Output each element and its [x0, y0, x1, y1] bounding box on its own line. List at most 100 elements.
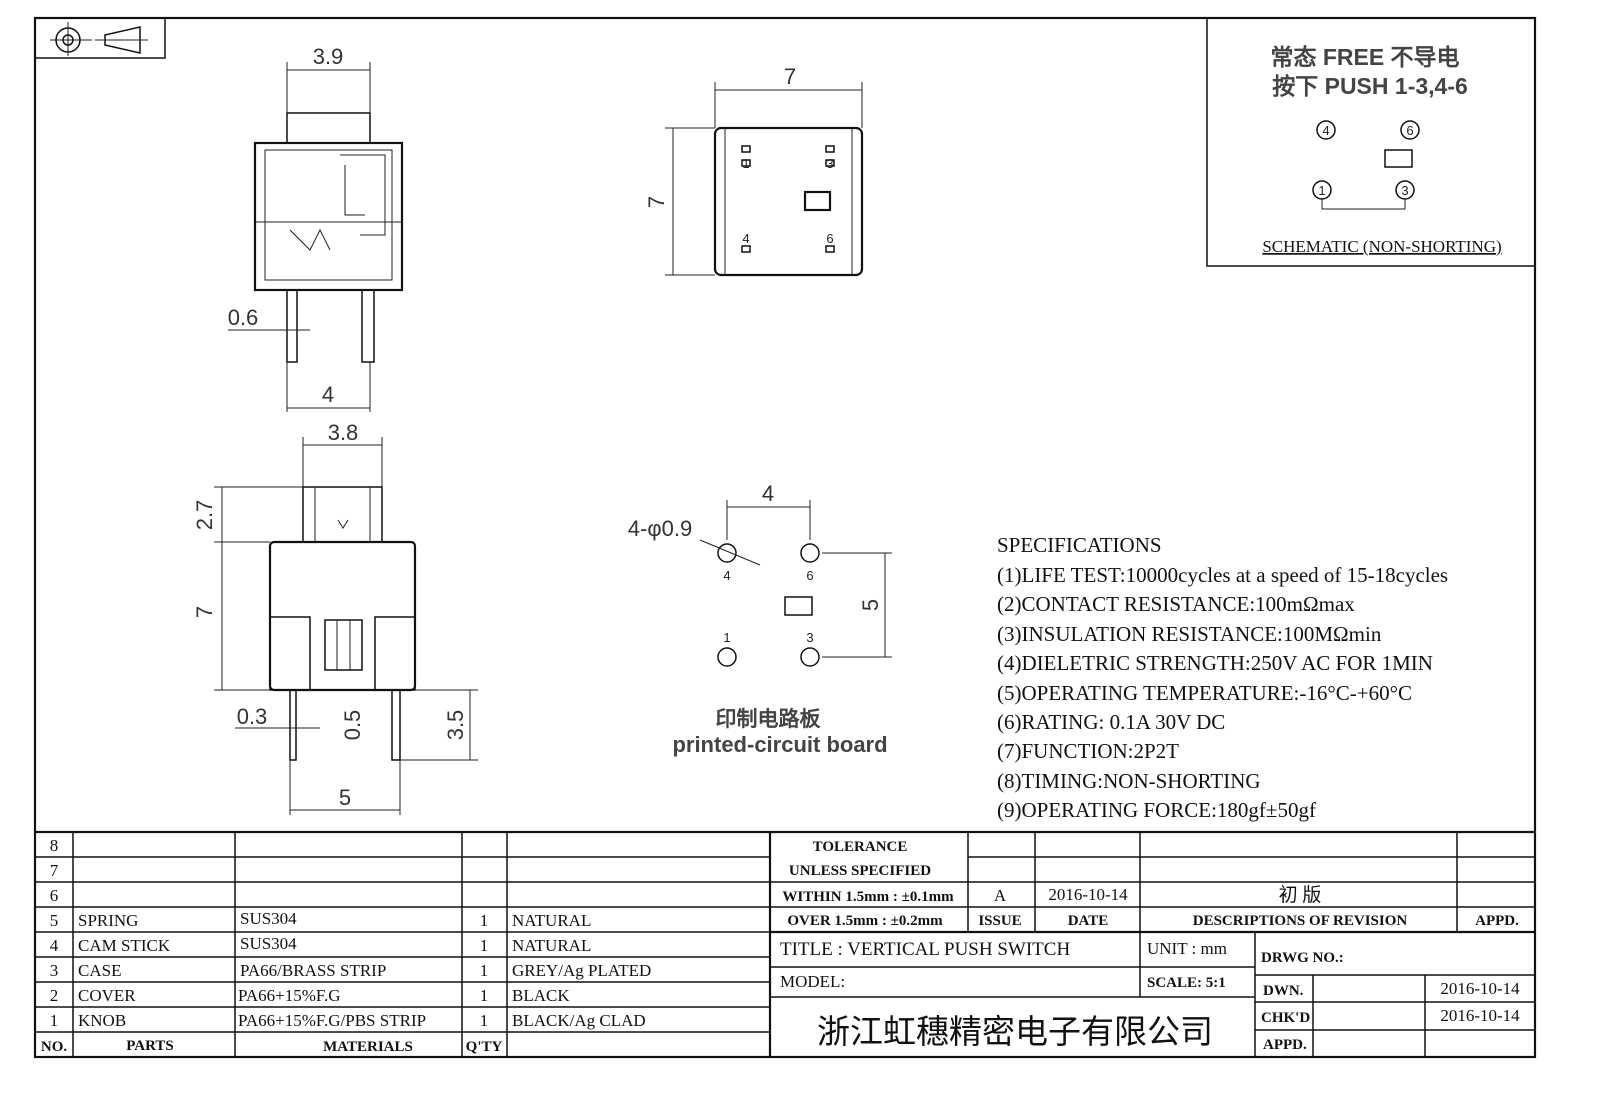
row-finish: BLACK: [512, 986, 570, 1005]
chkd-date: 2016-10-14: [1440, 1006, 1520, 1025]
table-row: 3 CASE PA66/BRASS STRIP 1 GREY/Ag PLATED: [50, 961, 652, 980]
table-row: 6: [50, 886, 59, 905]
spec-item: (1)LIFE TEST:10000cycles at a speed of 1…: [997, 563, 1448, 587]
row-no: 8: [50, 836, 59, 855]
header-no: NO.: [41, 1039, 68, 1055]
row-part: KNOB: [78, 1011, 126, 1030]
spec-item: (4)DIELETRIC STRENGTH:250V AC FOR 1MIN: [997, 651, 1433, 675]
row-no: 2: [50, 986, 59, 1005]
drwg-no-label: DRWG NO.:: [1261, 950, 1344, 966]
scale-label: SCALE: 5:1: [1147, 975, 1226, 991]
chkd-label: CHK'D: [1261, 1010, 1310, 1026]
pcb-label-en: printed-circuit board: [672, 732, 887, 757]
tolerance-label: TOLERANCE: [813, 839, 908, 855]
front-view: [214, 437, 478, 815]
parts-table-grid: [35, 830, 1535, 1057]
dwn-label: DWN.: [1263, 983, 1304, 999]
descriptions-label: DESCRIPTIONS OF REVISION: [1193, 913, 1408, 929]
appd-label: APPD.: [1475, 913, 1519, 929]
row-qty: 1: [480, 936, 489, 955]
row-part: SPRING: [78, 911, 138, 930]
spec-item: (2)CONTACT RESISTANCE:100mΩmax: [997, 592, 1355, 616]
row-finish: BLACK/Ag CLAD: [512, 1011, 646, 1030]
spec-item: (6)RATING: 0.1A 30V DC: [997, 710, 1225, 734]
spec-item: (7)FUNCTION:2P2T: [997, 739, 1179, 763]
schematic-pin-1: 1: [1318, 183, 1325, 198]
drawing-title: TITLE : VERTICAL PUSH SWITCH: [780, 939, 1070, 960]
dim-pin-inner: 0.5: [340, 710, 365, 741]
header-parts: PARTS: [126, 1038, 174, 1054]
schematic-symbol: [1312, 120, 1420, 210]
tolerance-unless: UNLESS SPECIFIED: [789, 863, 931, 879]
pcb-pin-1: 1: [723, 630, 730, 645]
projection-symbol-icon: [34, 17, 166, 59]
table-row: 2 COVER PA66+15%F.G 1 BLACK: [50, 986, 571, 1005]
schematic-pin-3: 3: [1401, 183, 1408, 198]
row-material: SUS304: [240, 909, 297, 928]
row-material: PA66/BRASS STRIP: [240, 961, 386, 980]
pcb-label-cn: 印制电路板: [716, 707, 822, 731]
row-qty: 1: [480, 911, 489, 930]
model-label: MODEL:: [780, 972, 845, 991]
issue-label: ISSUE: [978, 913, 1021, 929]
row-no: 4: [50, 936, 59, 955]
title-block: TOLERANCE UNLESS SPECIFIED WITHIN 1.5mm …: [780, 839, 1520, 1053]
row-finish: NATURAL: [512, 936, 591, 955]
pcb-pin-4: 4: [723, 568, 730, 583]
plan-pin-1: 1: [742, 156, 749, 171]
appd2-label: APPD.: [1263, 1037, 1307, 1053]
issue-date: 2016-10-14: [1048, 885, 1128, 904]
dim-front-knob-width: 3.8: [328, 420, 359, 445]
pcb-layout: [699, 500, 892, 667]
issue-value: A: [994, 886, 1007, 905]
row-material: PA66+15%F.G: [238, 986, 341, 1005]
spec-item: (8)TIMING:NON-SHORTING: [997, 769, 1261, 793]
revision-description: 初 版: [1279, 884, 1322, 906]
dim-front-pin-pitch: 5: [339, 785, 351, 810]
row-no: 7: [50, 861, 59, 880]
plan-pin-6: 6: [826, 231, 833, 246]
row-part: CAM STICK: [78, 936, 171, 955]
schematic-pin-6: 6: [1406, 123, 1413, 138]
dim-pin-length: 3.5: [443, 710, 468, 741]
specifications-title: SPECIFICATIONS: [997, 533, 1162, 557]
table-row: 1 KNOB PA66+15%F.G/PBS STRIP 1 BLACK/Ag …: [50, 1011, 646, 1030]
table-row: 4 CAM STICK SUS304 1 NATURAL: [50, 934, 592, 955]
row-finish: NATURAL: [512, 911, 591, 930]
row-material: SUS304: [240, 934, 297, 953]
unit-label: UNIT : mm: [1147, 939, 1227, 958]
row-part: COVER: [78, 986, 136, 1005]
row-qty: 1: [480, 986, 489, 1005]
pcb-hole-spec: 4-φ0.9: [628, 516, 692, 541]
row-material: PA66+15%F.G/PBS STRIP: [238, 1011, 426, 1030]
table-row: 7: [50, 861, 59, 880]
side-view: [228, 62, 404, 412]
plan-pin-4: 4: [742, 231, 749, 246]
row-no: 3: [50, 961, 59, 980]
table-row: 8: [50, 836, 59, 855]
company-name: 浙江虹穗精密电子有限公司: [817, 1012, 1213, 1051]
pcb-pin-3: 3: [806, 630, 813, 645]
dim-pcb-pitch-y: 5: [858, 599, 883, 611]
schematic-line-2: 按下 PUSH 1-3,4-6: [1272, 73, 1468, 99]
row-no: 1: [50, 1011, 59, 1030]
tolerance-within: WITHIN 1.5mm : ±0.1mm: [782, 889, 954, 905]
dim-pcb-pitch-x: 4: [762, 481, 774, 506]
drawing-frame: [33, 16, 1537, 1059]
table-header: NO. PARTS MATERIALS Q'TY: [41, 1038, 503, 1055]
schematic-caption: SCHEMATIC (NON-SHORTING): [1262, 237, 1501, 256]
tolerance-over: OVER 1.5mm : ±0.2mm: [787, 913, 943, 929]
spec-item: (5)OPERATING TEMPERATURE:-16°C-+60°C: [997, 681, 1412, 705]
dwn-date: 2016-10-14: [1440, 979, 1520, 998]
row-no: 6: [50, 886, 59, 905]
header-qty: Q'TY: [466, 1039, 503, 1055]
plan-view: [665, 82, 864, 277]
row-finish: GREY/Ag PLATED: [512, 961, 651, 980]
schematic-line-1: 常态 FREE 不导电: [1270, 44, 1459, 70]
table-row: 5 SPRING SUS304 1 NATURAL: [50, 909, 592, 930]
dim-plan-width: 7: [784, 64, 796, 89]
header-materials: MATERIALS: [323, 1039, 413, 1055]
schematic-pin-4: 4: [1322, 123, 1329, 138]
row-qty: 1: [480, 1011, 489, 1030]
dim-pin-width: 0.6: [228, 305, 259, 330]
